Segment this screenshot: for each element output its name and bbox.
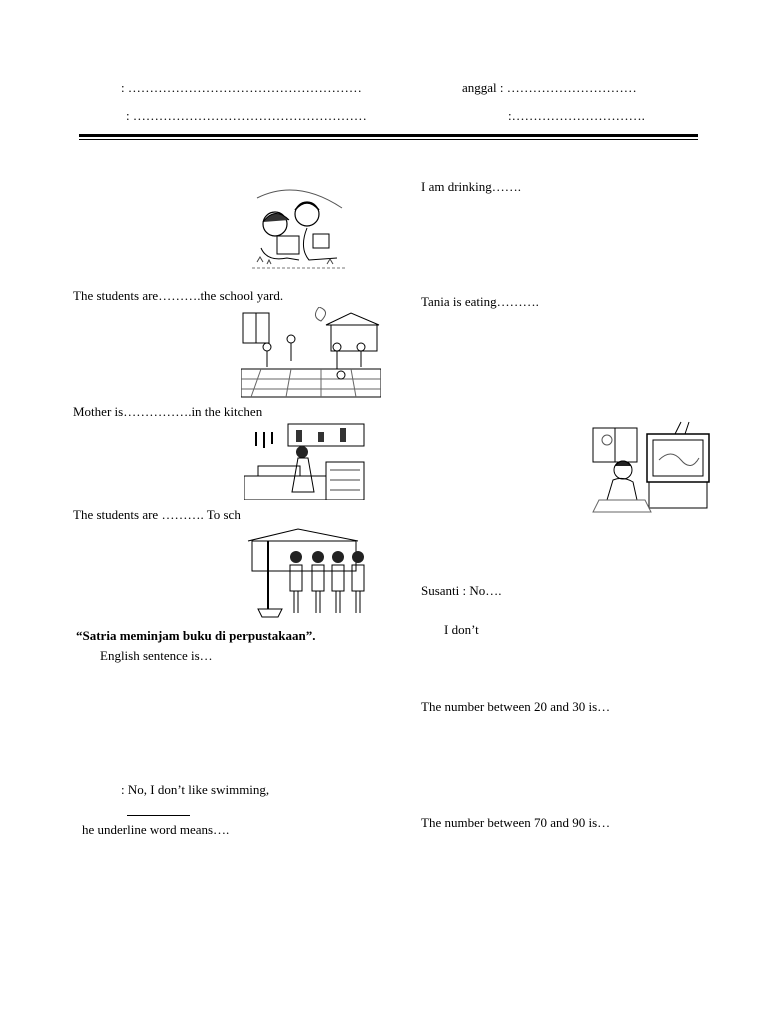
- class-field-line: : ………………………………………………: [126, 108, 367, 123]
- students-cleaning-yard-illustration: [241, 307, 381, 399]
- question-left-5-sub: he underline word means….: [82, 822, 230, 837]
- child-watching-tv-illustration: [585, 420, 713, 516]
- question-right-3-line1: Susanti : No….: [421, 583, 502, 598]
- question-left-2: Mother is…………….in the kitchen: [73, 404, 263, 419]
- question-right-4: The number between 20 and 30 is…: [421, 699, 611, 714]
- header-divider-thin: [79, 139, 698, 140]
- children-reading-illustration: [247, 178, 349, 274]
- name-field-line: : ………………………………………………: [121, 80, 362, 95]
- question-right-3-line2: I don’t: [444, 622, 479, 637]
- score-field-line: :………………………….: [508, 108, 645, 123]
- students-walking-to-school-illustration: [238, 527, 380, 623]
- question-left-4-quote: “Satria meminjam buku di perpustakaan”.: [76, 628, 316, 643]
- question-right-2: Tania is eating……….: [421, 294, 539, 309]
- underline-mark: [127, 815, 190, 816]
- question-right-5: The number between 70 and 90 is…: [421, 815, 611, 830]
- question-left-5-line: : No, I don’t like swimming,: [121, 782, 270, 797]
- question-left-1: The students are……….the school yard.: [73, 288, 284, 303]
- header-divider-thick: [79, 134, 698, 137]
- mother-cooking-kitchen-illustration: [244, 422, 366, 500]
- date-field-line: anggal : …………………………: [462, 80, 637, 95]
- question-left-3: The students are ………. To sch: [73, 507, 241, 522]
- question-right-1: I am drinking…….: [421, 179, 522, 194]
- question-left-4-sub: English sentence is…: [100, 648, 213, 663]
